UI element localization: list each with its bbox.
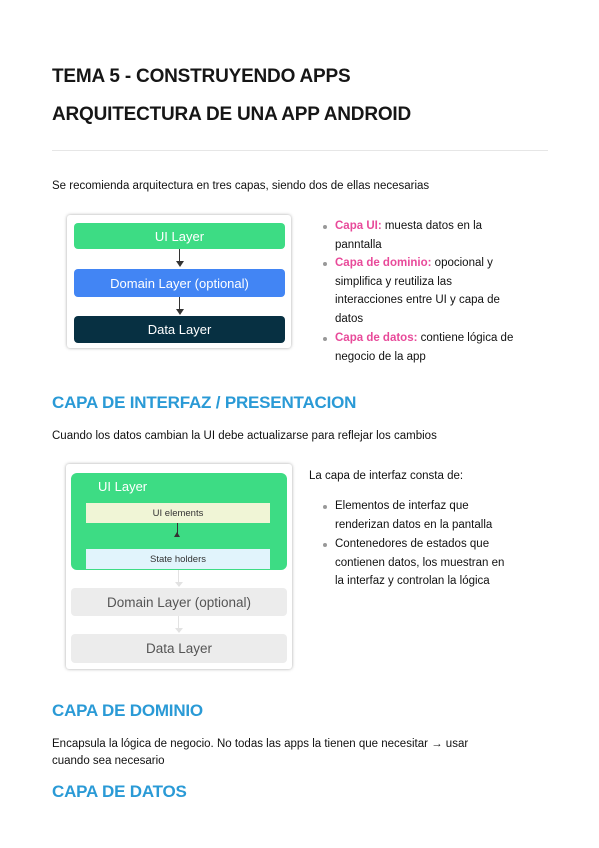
heading-capa-dominio: CAPA DE DOMINIO [52,701,203,720]
arrow-line [179,297,180,311]
heading-capa-interfaz: CAPA DE INTERFAZ / PRESENTACION [52,393,357,412]
ui-layer-label: UI Layer [98,479,148,494]
bullet-capa-dominio: Capa de dominio: opocional y simplifica … [335,257,500,325]
bullet-dot [323,225,327,229]
interfaz-paragraph: Cuando los datos cambian la UI debe actu… [52,430,437,442]
divider [52,150,548,151]
domain-layer-box-faded: Domain Layer (optional) [71,588,287,616]
bullet-capa-ui: Capa UI: muesta datos en la panntalla [335,220,483,251]
heading-capa-datos: CAPA DE DATOS [52,782,187,801]
intro-paragraph: Se recomienda arquitectura en tres capas… [52,180,430,192]
bullet-dot [323,505,327,509]
faded-arrow-line [178,616,179,630]
arrow-line [179,249,180,263]
arrow-down-icon [176,309,184,315]
arrow-line [177,523,178,536]
arrow-down-icon [176,261,184,267]
dominio-line-2: cuando sea necesario [52,755,165,767]
bullet-elementos-interfaz: Elementos de interfaz que renderizan dat… [335,500,493,531]
faded-arrow-down-icon [175,628,183,633]
data-layer-box-faded: Data Layer [71,634,287,663]
ui-layer-container: UI Layer UI elements State holders [71,473,287,570]
ui-layer-box: UI Layer [74,223,285,249]
ui-elements-box: UI elements [86,503,270,523]
bullet-dot [323,543,327,547]
data-layer-box: Data Layer [74,316,285,343]
faded-arrow-line [178,570,179,584]
state-holders-box: State holders [86,549,270,569]
faded-arrow-down-icon [175,582,183,587]
ui-layer-diagram: UI Layer UI elements State holders Domai… [66,464,292,669]
interfaz-side-intro: La capa de interfaz consta de: [309,470,464,482]
bullet-contenedores-estados: Contenedores de estados que contienen da… [335,538,505,587]
bullet-dot [323,262,327,266]
domain-layer-box: Domain Layer (optional) [74,269,285,297]
architecture-diagram: UI Layer Domain Layer (optional) Data La… [67,215,291,348]
bullet-capa-datos: Capa de datos: contiene lógica de negoci… [335,332,514,363]
dominio-line-1: Encapsula la lógica de negocio. No todas… [52,738,469,750]
arrow-up-icon [174,532,180,537]
page-title-line-1: TEMA 5 - CONSTRUYENDO APPS [52,66,351,87]
bullet-dot [323,337,327,341]
page-title-line-2: ARQUITECTURA DE UNA APP ANDROID [52,104,412,125]
